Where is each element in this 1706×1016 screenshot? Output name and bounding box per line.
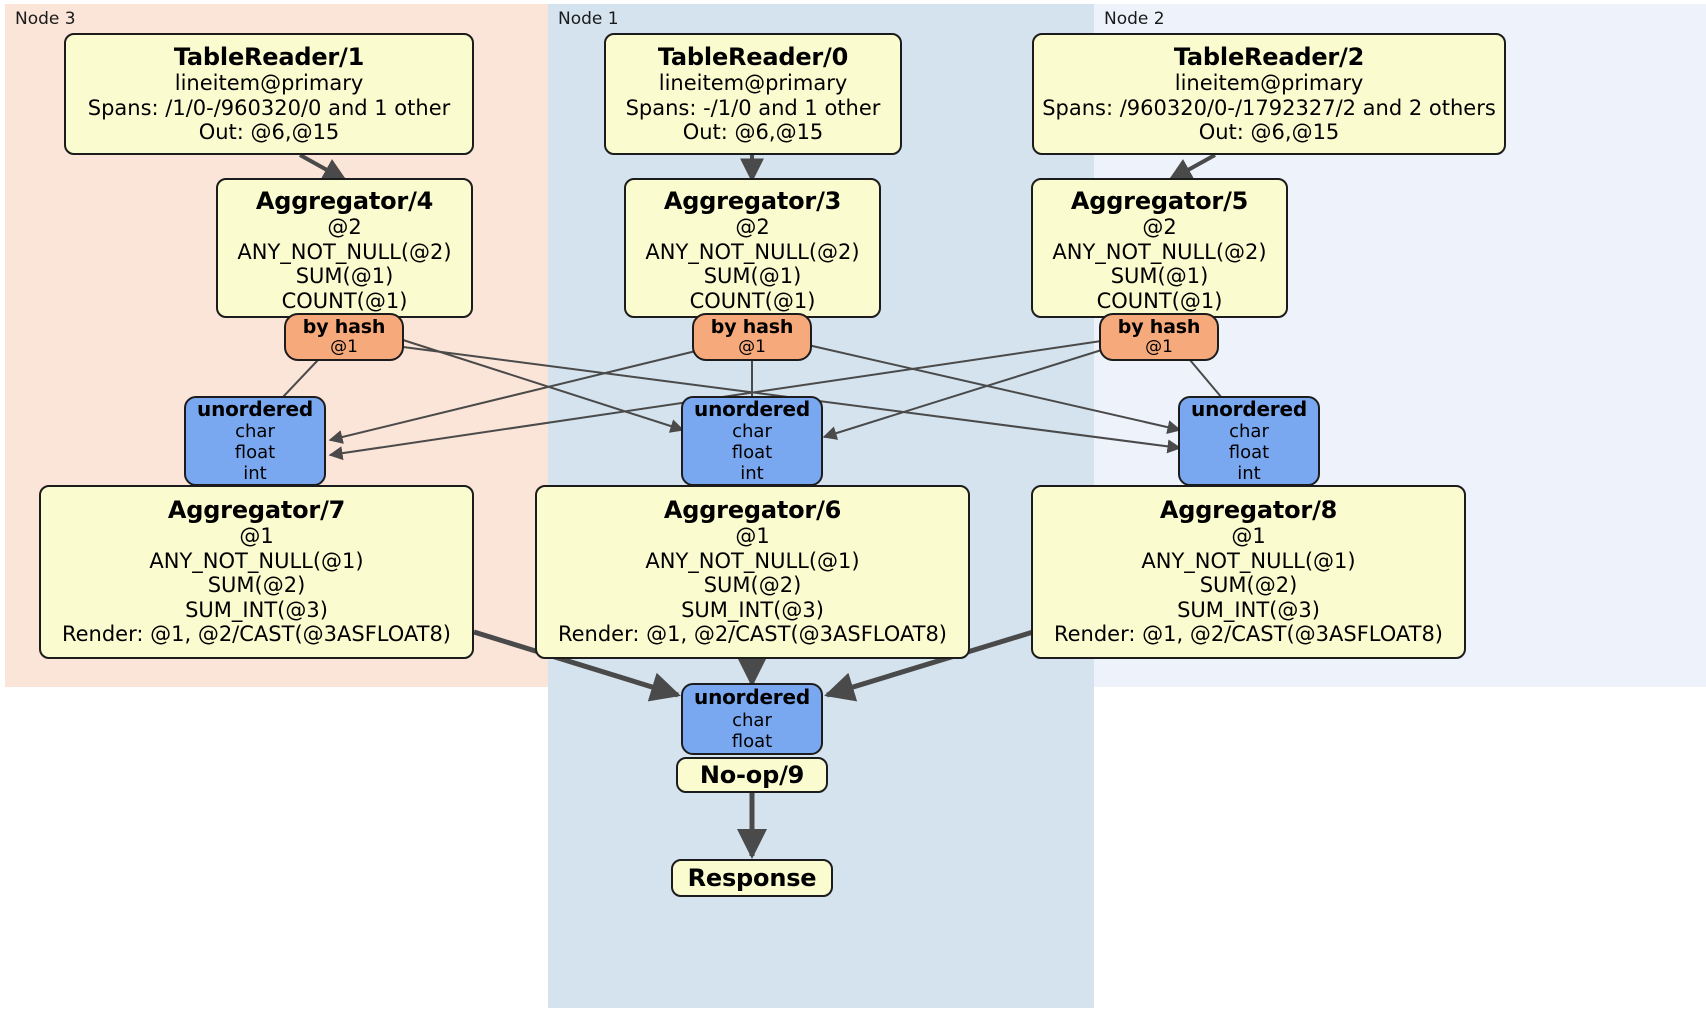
processor-tablereader-1[interactable]: TableReader/1 lineitem@primary Spans: /1… — [64, 33, 474, 155]
node-title: Response — [687, 863, 817, 892]
synchronizer-type: float — [731, 442, 773, 464]
node-detail-line: Render: @1, @2/CAST(@3ASFLOAT8) — [61, 622, 452, 647]
synchronizer-unordered-mid[interactable]: unordered char float int — [681, 396, 823, 486]
processor-aggregator-5[interactable]: Aggregator/5 @2 ANY_NOT_NULL(@2) SUM(@1)… — [1031, 178, 1288, 318]
node-detail-line: @2 — [327, 215, 362, 240]
response-box[interactable]: Response — [671, 859, 833, 897]
node-title: TableReader/2 — [1173, 43, 1365, 72]
synchronizer-type: char — [1229, 421, 1269, 443]
router-detail-line: @1 — [1145, 337, 1173, 358]
node-detail-line: @1 — [1231, 524, 1266, 549]
panel-node-1-label: Node 1 — [558, 9, 619, 29]
processor-aggregator-4[interactable]: Aggregator/4 @2 ANY_NOT_NULL(@2) SUM(@1)… — [216, 178, 473, 318]
synchronizer-title: unordered — [694, 685, 810, 710]
node-detail-line: SUM(@2) — [703, 573, 802, 598]
processor-aggregator-7[interactable]: Aggregator/7 @1 ANY_NOT_NULL(@1) SUM(@2)… — [39, 485, 474, 659]
node-title: TableReader/1 — [173, 43, 365, 72]
router-detail-line: @1 — [330, 337, 358, 358]
node-detail-line: @1 — [735, 524, 770, 549]
synchronizer-unordered-right[interactable]: unordered char float int — [1178, 396, 1320, 486]
node-title: Aggregator/4 — [255, 187, 434, 215]
node-detail-line: ANY_NOT_NULL(@2) — [237, 239, 452, 264]
node-detail-line: SUM(@1) — [295, 264, 394, 289]
synchronizer-unordered-final[interactable]: unordered char float — [681, 683, 823, 755]
router-title: by hash — [302, 315, 386, 338]
node-detail-line: SUM(@2) — [1199, 573, 1298, 598]
synchronizer-type: int — [740, 463, 764, 485]
node-detail-line: Render: @1, @2/CAST(@3ASFLOAT8) — [557, 622, 948, 647]
node-detail-line: lineitem@primary — [658, 71, 848, 96]
processor-aggregator-3[interactable]: Aggregator/3 @2 ANY_NOT_NULL(@2) SUM(@1)… — [624, 178, 881, 318]
node-detail-line: lineitem@primary — [1174, 71, 1364, 96]
node-detail-line: ANY_NOT_NULL(@1) — [149, 548, 364, 573]
synchronizer-title: unordered — [694, 396, 810, 421]
node-detail-line: ANY_NOT_NULL(@2) — [645, 239, 860, 264]
node-title: No-op/9 — [699, 760, 805, 789]
node-detail-line: Spans: /960320/0-/1792327/2 and 2 others — [1042, 95, 1496, 120]
node-detail-line: COUNT(@1) — [1096, 288, 1223, 313]
node-detail-line: SUM_INT(@3) — [681, 597, 824, 622]
processor-aggregator-6[interactable]: Aggregator/6 @1 ANY_NOT_NULL(@1) SUM(@2)… — [535, 485, 970, 659]
node-title: Aggregator/3 — [663, 187, 842, 215]
synchronizer-title: unordered — [1191, 396, 1307, 421]
node-detail-line: SUM(@1) — [1110, 264, 1209, 289]
synchronizer-title: unordered — [197, 396, 313, 421]
router-by-hash-right[interactable]: by hash @1 — [1099, 313, 1219, 361]
synchronizer-type: char — [235, 421, 275, 443]
router-by-hash-mid[interactable]: by hash @1 — [692, 313, 812, 361]
node-title: Aggregator/8 — [1159, 496, 1338, 524]
node-title: Aggregator/7 — [167, 496, 346, 524]
router-by-hash-left[interactable]: by hash @1 — [284, 313, 404, 361]
node-detail-line: COUNT(@1) — [281, 288, 408, 313]
node-detail-line: Out: @6,@15 — [198, 120, 340, 145]
node-detail-line: SUM_INT(@3) — [185, 597, 328, 622]
processor-tablereader-2[interactable]: TableReader/2 lineitem@primary Spans: /9… — [1032, 33, 1506, 155]
synchronizer-type: float — [234, 442, 276, 464]
router-detail-line: @1 — [738, 337, 766, 358]
synchronizer-type: char — [732, 421, 772, 443]
node-detail-line: Spans: -/1/0 and 1 other — [625, 95, 881, 120]
processor-tablereader-0[interactable]: TableReader/0 lineitem@primary Spans: -/… — [604, 33, 902, 155]
node-detail-line: @2 — [735, 215, 770, 240]
node-detail-line: Spans: /1/0-/960320/0 and 1 other — [87, 95, 451, 120]
node-title: Aggregator/6 — [663, 496, 842, 524]
node-detail-line: lineitem@primary — [174, 71, 364, 96]
router-title: by hash — [1117, 315, 1201, 338]
node-detail-line: Out: @6,@15 — [682, 120, 824, 145]
panel-node-3-label: Node 3 — [15, 9, 76, 29]
node-title: Aggregator/5 — [1070, 187, 1249, 215]
panel-node-2-label: Node 2 — [1104, 9, 1165, 29]
node-title: TableReader/0 — [657, 43, 849, 72]
node-detail-line: ANY_NOT_NULL(@1) — [1141, 548, 1356, 573]
synchronizer-type: char — [732, 709, 772, 731]
synchronizer-type: float — [1228, 442, 1270, 464]
node-detail-line: @2 — [1142, 215, 1177, 240]
node-detail-line: COUNT(@1) — [689, 288, 816, 313]
processor-no-op-9[interactable]: No-op/9 — [676, 757, 828, 793]
node-detail-line: SUM(@1) — [703, 264, 802, 289]
synchronizer-type: int — [1237, 463, 1261, 485]
processor-aggregator-8[interactable]: Aggregator/8 @1 ANY_NOT_NULL(@1) SUM(@2)… — [1031, 485, 1466, 659]
router-title: by hash — [710, 315, 794, 338]
node-detail-line: @1 — [239, 524, 274, 549]
node-detail-line: SUM(@2) — [207, 573, 306, 598]
node-detail-line: ANY_NOT_NULL(@1) — [645, 548, 860, 573]
synchronizer-unordered-left[interactable]: unordered char float int — [184, 396, 326, 486]
synchronizer-type: float — [731, 730, 773, 752]
synchronizer-type: int — [243, 463, 267, 485]
node-detail-line: Out: @6,@15 — [1198, 120, 1340, 145]
node-detail-line: ANY_NOT_NULL(@2) — [1052, 239, 1267, 264]
node-detail-line: SUM_INT(@3) — [1177, 597, 1320, 622]
node-detail-line: Render: @1, @2/CAST(@3ASFLOAT8) — [1053, 622, 1444, 647]
